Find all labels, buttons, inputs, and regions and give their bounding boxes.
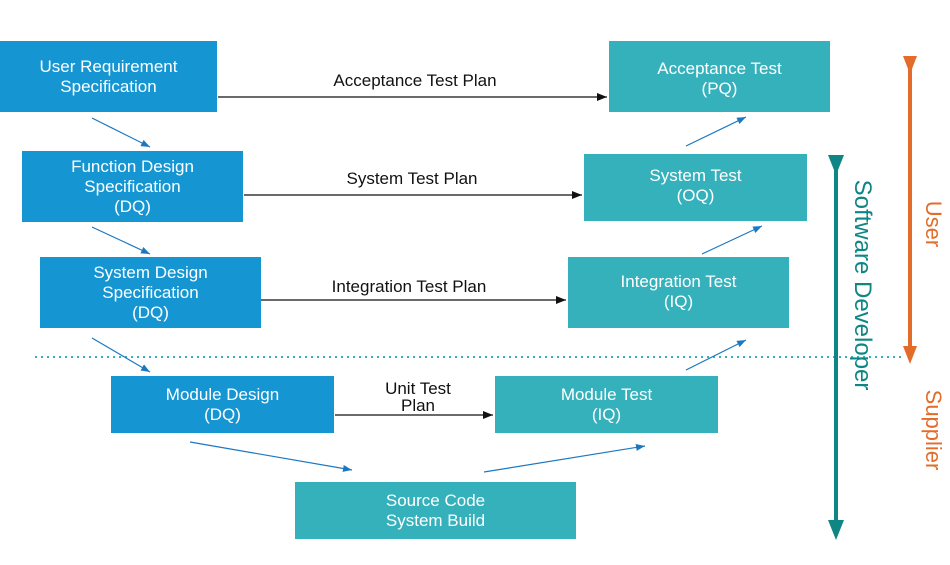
down-arrow-4 [189, 441, 353, 472]
box-line: Module Design [165, 384, 280, 404]
function-design-specification-box: Function Design Specification (DQ) [22, 151, 243, 222]
unit-test-plan-label: Unit Test Plan [358, 380, 478, 414]
box-line: (IQ) [663, 292, 694, 311]
system-test-box: System Test (OQ) [584, 154, 807, 221]
plan-line: Unit Test [385, 379, 451, 398]
integration-test-box: Integration Test (IQ) [568, 257, 789, 328]
up-arrow-4 [685, 116, 747, 147]
box-line: User Requirement [39, 56, 178, 76]
box-line: Specification [60, 76, 157, 96]
plan-line: Plan [400, 396, 436, 415]
integration-test-plan-label: Integration Test Plan [331, 277, 487, 296]
down-arrow-2 [91, 226, 151, 255]
down-arrow-1 [91, 117, 151, 148]
box-line: Function Design [71, 156, 194, 176]
box-line: Source Code [385, 490, 486, 510]
box-line: System Test [649, 166, 742, 185]
user-label: User [921, 200, 946, 248]
box-line: System Design [93, 262, 208, 282]
module-test-box: Module Test (IQ) [495, 376, 718, 433]
box-line: Specification [102, 282, 199, 302]
box-line: (DQ) [204, 404, 241, 424]
module-design-box: Module Design (DQ) [111, 376, 334, 433]
box-line: System Build [385, 510, 486, 530]
up-arrow-3 [701, 225, 763, 255]
up-arrow-2 [685, 339, 747, 371]
box-line: (OQ) [676, 186, 715, 205]
box-line: Integration Test [620, 272, 737, 291]
supplier-label: Supplier [921, 389, 946, 471]
box-line: Module Test [560, 384, 653, 404]
box-line: (DQ) [132, 302, 169, 322]
user-requirement-specification-box: User Requirement Specification [0, 41, 217, 112]
box-line: (DQ) [114, 196, 151, 216]
acceptance-test-plan-label: Acceptance Test Plan [333, 71, 497, 90]
up-arrow-1 [483, 443, 646, 473]
source-code-system-build-box: Source Code System Build [295, 482, 576, 539]
down-arrow-3 [91, 337, 151, 373]
system-design-specification-box: System Design Specification (DQ) [40, 257, 261, 328]
box-line: (IQ) [591, 404, 622, 424]
box-line: Acceptance Test [657, 59, 782, 78]
system-test-plan-label: System Test Plan [346, 169, 478, 188]
software-developer-label: Software Developer [849, 179, 876, 391]
acceptance-test-box: Acceptance Test (PQ) [609, 41, 830, 112]
box-line: Specification [84, 176, 181, 196]
box-line: (PQ) [701, 79, 738, 98]
